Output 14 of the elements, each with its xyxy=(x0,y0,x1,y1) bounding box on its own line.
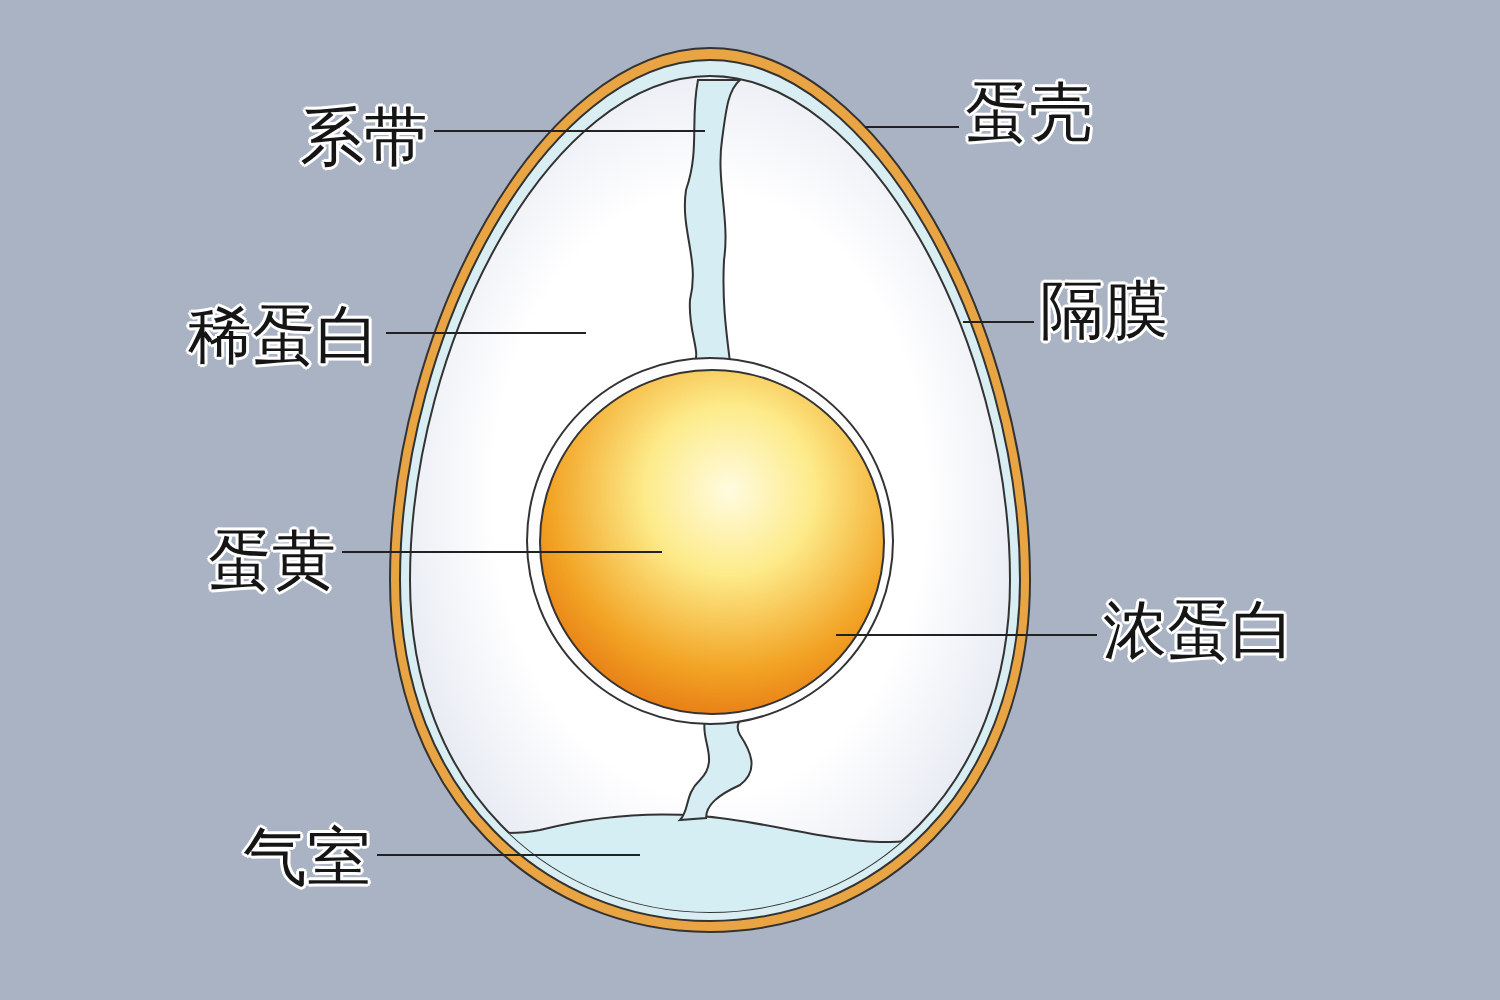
part-label: 蛋壳 xyxy=(965,80,1093,144)
part-label: 蛋黄 xyxy=(208,528,336,592)
leader-line xyxy=(962,321,1035,323)
part-label: 稀蛋白 xyxy=(188,303,380,367)
part-label: 隔膜 xyxy=(1040,278,1168,342)
leader-line xyxy=(864,126,960,128)
leader-line xyxy=(433,130,706,132)
part-label: 系带 xyxy=(300,105,428,169)
leader-line xyxy=(385,332,587,334)
part-label: 浓蛋白 xyxy=(1103,598,1295,662)
part-label: 气室 xyxy=(243,825,371,889)
leader-line xyxy=(341,551,663,553)
leader-line xyxy=(376,854,641,856)
leader-line xyxy=(835,634,1098,636)
